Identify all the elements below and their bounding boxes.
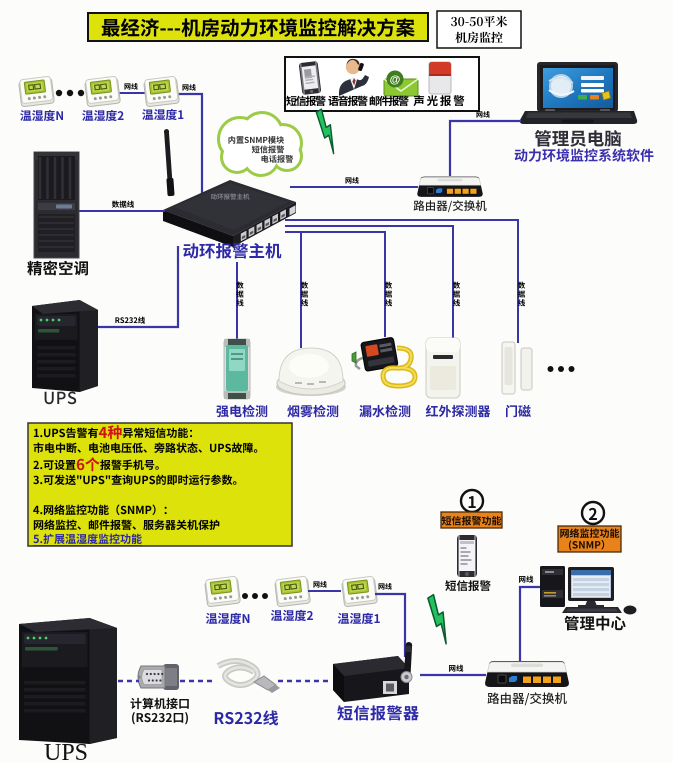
svg-text:@: @: [390, 74, 401, 86]
svg-text:UPS: UPS: [44, 740, 88, 763]
